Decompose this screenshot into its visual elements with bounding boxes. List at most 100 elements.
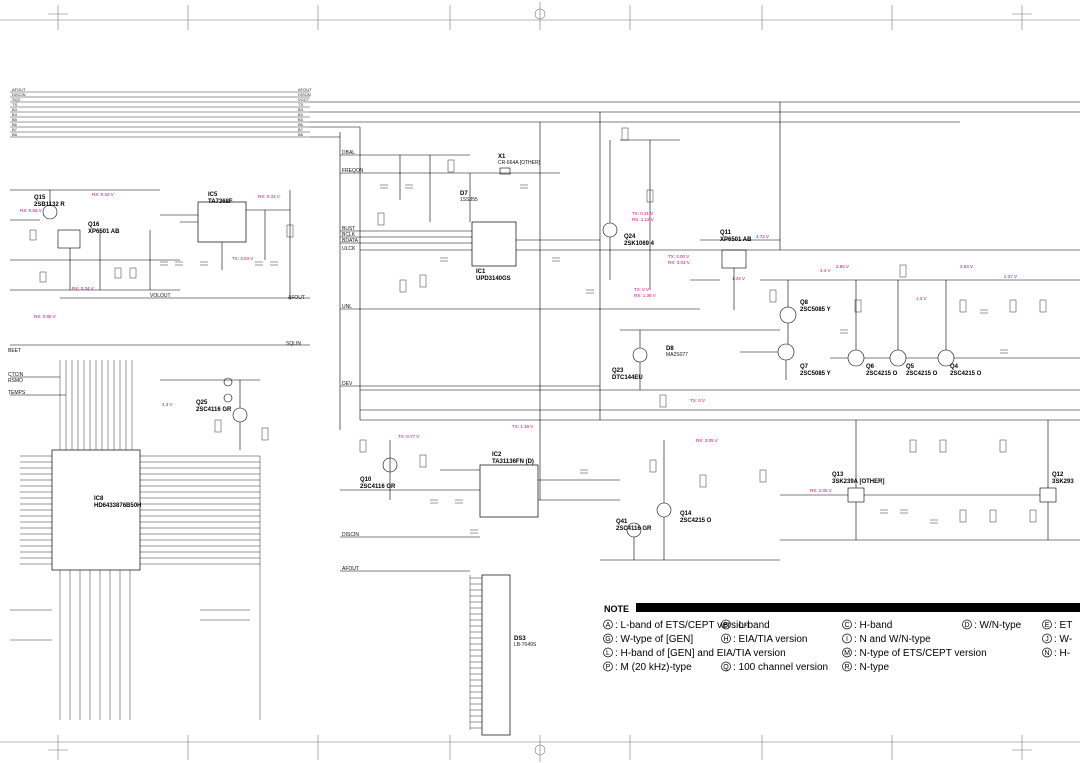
d7-part: 1SS355 — [460, 197, 478, 203]
bus-label-left: DISCIN — [12, 92, 26, 97]
x1-part: CR-664A [OTHER] — [498, 160, 541, 166]
bus-label-right: AFOUT — [298, 87, 312, 92]
ic8-mcu: IC8 HD6433876B50H — [8, 344, 310, 720]
voltage-label: RX: 0.66 V — [20, 208, 42, 213]
note-item: N : H- — [1042, 647, 1070, 659]
voltage-label: TX: 0 V — [690, 398, 705, 403]
net-discin: DISCIN — [342, 532, 359, 538]
note-text: : W-type of [GEN] — [615, 634, 693, 645]
bus-label-right: VOCT — [298, 97, 310, 102]
bus-label-left: TS — [12, 102, 17, 107]
q16-part: XP6501 AB — [88, 229, 120, 235]
q8-part: 2SC5085 Y — [800, 307, 831, 313]
net-ctcin: CTCIN — [8, 372, 24, 378]
ic1-label: IC1 — [476, 269, 486, 275]
ic8-part: HD6433876B50H — [94, 503, 141, 509]
q13-part: 3SK239A [OTHER] — [832, 479, 884, 485]
q14-part: 2SC4215 O — [680, 518, 712, 524]
top-bus: AFOUT DISCIN SQC TS B3 B4 B5 B6 B7 B8 AF… — [10, 87, 1080, 500]
q5-symbol — [889, 349, 907, 367]
note-code: H — [723, 636, 728, 643]
net-sqlin: SQLIN — [286, 341, 301, 347]
note-code: B — [724, 622, 729, 629]
note-code-circle — [842, 661, 852, 672]
ic8-label: IC8 — [94, 496, 104, 502]
ic2-label: IC2 — [492, 452, 502, 458]
note-text: : W/N-type — [974, 620, 1022, 631]
net-beet: BEET — [8, 348, 21, 354]
q16-symbol — [57, 229, 81, 249]
bus-label-right: B8 — [298, 132, 304, 137]
ic5-label: IC5 — [208, 192, 218, 198]
note-code-circle — [1042, 647, 1052, 658]
q7-part: 2SC5085 Y — [800, 371, 831, 377]
note-code: E — [1045, 622, 1050, 629]
voltage-label: RX: 0.34 V — [72, 286, 94, 291]
note-title: NOTE — [604, 604, 629, 614]
voltage-label: RX: 0.31 V — [258, 194, 280, 199]
voltage-label: 2.86 V — [836, 264, 849, 269]
note-text: : ET — [1054, 620, 1072, 631]
q8-q7-section: Q8 2SC5085 Y Q7 2SC5085 Y 4.4 V 2.86 V — [740, 264, 880, 380]
q13-symbol — [847, 487, 865, 503]
q24-label: Q24 — [624, 234, 636, 240]
q8-symbol — [779, 306, 797, 324]
q24-part: 2SK1069 4 — [624, 241, 655, 247]
bus-label-right: B3 — [298, 107, 304, 112]
q41-label: Q41 — [616, 519, 628, 525]
note-code: D — [964, 622, 969, 629]
bus-label-left: AFOUT — [12, 87, 26, 92]
note-text: : N and W/N-type — [854, 634, 931, 645]
q14-label: Q14 — [680, 511, 692, 517]
q23-symbol — [632, 347, 648, 363]
note-item: C: H-band — [842, 619, 892, 631]
voltage-label: 2.37 V — [1004, 274, 1017, 279]
q6-label: Q6 — [866, 364, 875, 370]
ic1-pll: IC1 UPD3140GS X1 CR-664A [OTHER] DBAL FR… — [340, 150, 600, 293]
note-item: D : W/N-type — [962, 619, 1022, 631]
ic2-if-ic: IC2 TA31136FN (D) DEV UNL DISCIN TX: 0.7… — [340, 304, 700, 572]
note-code: N — [1044, 650, 1049, 657]
q13-q12-section: Q13 3SK239A [OTHER] Q12 3SK293 RX: 2.05 … — [780, 420, 1080, 541]
note-code-circle — [603, 647, 613, 658]
voltage-label: RX: 0.80 V — [34, 314, 56, 319]
q6-part: 2SC4215 O — [866, 371, 898, 377]
q11-symbol — [721, 249, 747, 269]
q12-label: Q12 — [1052, 472, 1064, 478]
ic1-box — [471, 221, 517, 267]
q5-label: Q5 — [906, 364, 915, 370]
ic8-box — [51, 449, 141, 571]
voltage-label: TX: 0 V — [634, 287, 649, 292]
note-text: : H- — [1054, 648, 1070, 659]
q14-symbol — [656, 502, 672, 518]
net-unl: UNL — [342, 304, 352, 310]
ds3-part: LB-7049S — [514, 642, 537, 648]
d7-label: D7 — [460, 191, 468, 197]
voltage-label: TX: 1.38 V — [512, 424, 533, 429]
note-code-circle — [603, 619, 613, 630]
note-code-circle — [603, 661, 613, 672]
q15-q16-section: Q15 2SB1132 R Q16 XP6501 AB VOLOUT RX: 0… — [10, 189, 310, 319]
note-code-circle — [1042, 619, 1052, 630]
net-bclk: BCLK — [342, 232, 356, 238]
q12-part: 3SK293 — [1052, 479, 1074, 485]
d8-part: MA2S077 — [666, 352, 688, 358]
q4-part: 2SC4215 O — [950, 371, 982, 377]
voltage-label: RX: 1.12 V — [632, 217, 654, 222]
voltage-label: TX: 0.77 V — [398, 434, 419, 439]
voltage-label: 4.72 V — [756, 234, 769, 239]
note-text: : W- — [1054, 634, 1072, 645]
ic1-part: UPD3140GS — [476, 276, 511, 282]
ds3-label: DS3 — [514, 636, 526, 642]
voltage-label: RX: 3.03 V — [668, 260, 690, 265]
net-volout: VOLOUT — [150, 293, 171, 299]
bus-label-left: B8 — [12, 132, 18, 137]
voltage-label: RX: 0.32 V — [92, 192, 114, 197]
note-code: J — [1045, 636, 1049, 643]
net-afout: AFOUT — [288, 295, 305, 301]
net-dev: DEV — [342, 381, 353, 387]
q24-section: Q24 2SK1069 4 TX: 0.31 V RX: 1.12 V TX: … — [586, 127, 690, 298]
note-code-circle — [603, 633, 613, 644]
